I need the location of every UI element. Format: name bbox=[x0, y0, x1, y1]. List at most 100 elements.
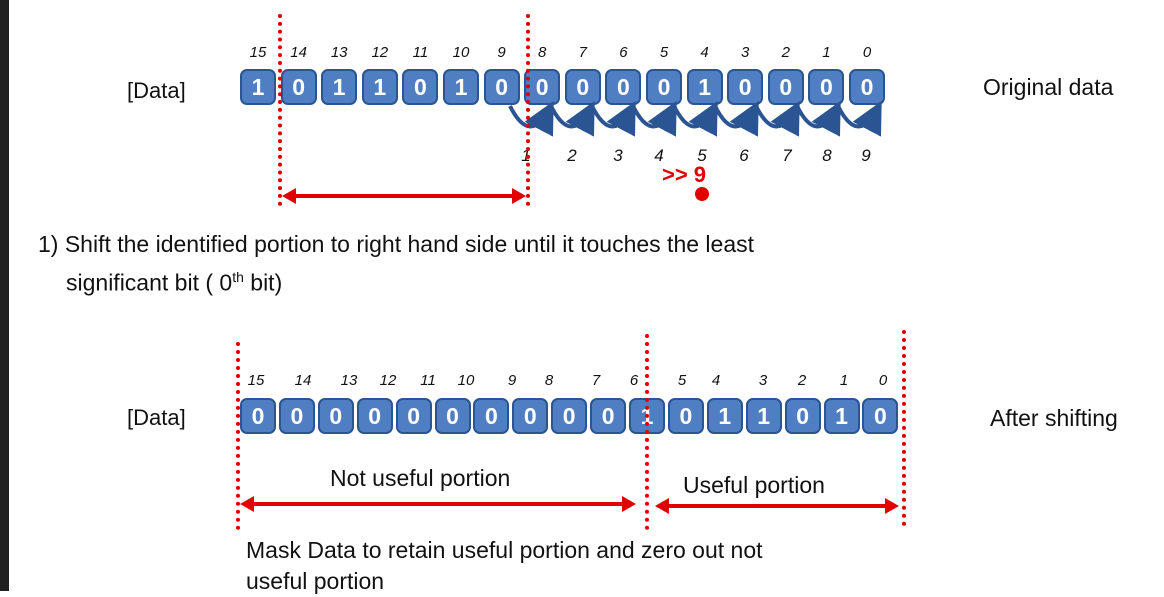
shift-curve-arrow bbox=[795, 100, 841, 137]
bit-index: 6 bbox=[629, 372, 639, 389]
bit-cell: 1 bbox=[745, 398, 782, 434]
bit-index: 2 bbox=[797, 372, 807, 389]
bit-index: 12 bbox=[379, 372, 397, 389]
bit-index: 14 bbox=[290, 44, 307, 61]
step1-line1: 1) Shift the identified portion to right… bbox=[38, 231, 754, 257]
bit-index: 13 bbox=[330, 44, 348, 61]
bit-cell: 0 bbox=[590, 398, 627, 434]
bit-index: 11 bbox=[412, 44, 429, 61]
bit-cell: 1 bbox=[361, 69, 398, 105]
bit-index: 5 bbox=[659, 44, 669, 61]
bit-index: 10 bbox=[452, 44, 470, 61]
useful-arrow-right-head bbox=[885, 498, 899, 514]
bit-index: 3 bbox=[741, 44, 750, 61]
bit-cell: 1 bbox=[686, 69, 723, 105]
pointer-dot bbox=[695, 187, 709, 201]
row1-original-label: Original data bbox=[983, 74, 1114, 100]
row1-left-marker bbox=[278, 14, 282, 206]
bit-index: 14 bbox=[294, 372, 312, 389]
useful-span-arrow bbox=[665, 504, 889, 508]
bit-cell: 1 bbox=[321, 69, 358, 105]
bit-index: 13 bbox=[340, 372, 358, 389]
shift-curve-arrow bbox=[672, 100, 718, 137]
bit-cell: 0 bbox=[240, 398, 276, 434]
bit-index: 8 bbox=[538, 44, 547, 61]
bit-cell: 0 bbox=[667, 398, 704, 434]
shift-count: 3 bbox=[613, 146, 623, 165]
bit-index: 0 bbox=[878, 372, 888, 389]
bit-index: 11 bbox=[420, 372, 436, 389]
mask-line2: useful portion bbox=[246, 568, 385, 594]
bit-index: 15 bbox=[247, 372, 265, 389]
row1-right-marker bbox=[526, 14, 530, 206]
bit-cell: 0 bbox=[512, 398, 549, 434]
shift-count: 9 bbox=[861, 146, 871, 165]
shift-curve-arrow bbox=[631, 100, 677, 137]
shift-curve-arrows bbox=[508, 100, 882, 137]
shift-curve-arrow bbox=[754, 100, 800, 137]
useful-label: Useful portion bbox=[683, 472, 825, 498]
row2-data-label: [Data] bbox=[127, 405, 186, 430]
row2-after-label: After shifting bbox=[990, 405, 1118, 431]
row2-left-marker bbox=[236, 342, 240, 530]
shift-curve-arrow bbox=[713, 100, 759, 137]
bit-index: 0 bbox=[862, 44, 872, 61]
not-useful-label: Not useful portion bbox=[330, 465, 511, 491]
bit-index: 4 bbox=[711, 372, 721, 389]
not-useful-arrow-right-head bbox=[622, 496, 636, 512]
useful-arrow-left-head bbox=[655, 498, 669, 514]
shift-curve-arrow bbox=[836, 100, 882, 137]
bit-index: 9 bbox=[497, 44, 506, 61]
bit-cell: 0 bbox=[849, 69, 885, 105]
bit-cell: 0 bbox=[402, 69, 439, 105]
bit-index: 2 bbox=[781, 44, 790, 61]
bit-cell: 0 bbox=[646, 69, 682, 105]
row1-span-arrow bbox=[292, 194, 516, 198]
not-useful-span-arrow bbox=[250, 502, 626, 506]
bit-index: 10 bbox=[457, 372, 475, 389]
bit-cell: 0 bbox=[356, 398, 393, 434]
shift-curve-arrow bbox=[590, 100, 636, 137]
shift-count: 8 bbox=[822, 146, 832, 165]
bit-cell: 1 bbox=[240, 69, 276, 105]
bit-cell: 0 bbox=[862, 398, 899, 434]
shift-count: 6 bbox=[739, 146, 749, 165]
bit-cell: 0 bbox=[784, 398, 821, 434]
row2-right-marker bbox=[902, 330, 906, 526]
bit-index: 1 bbox=[839, 372, 849, 389]
shift-curve-arrow bbox=[508, 100, 554, 137]
bit-index: 9 bbox=[507, 372, 517, 389]
bit-cell: 0 bbox=[483, 69, 520, 105]
bit-index: 8 bbox=[544, 372, 554, 389]
bit-index: 4 bbox=[700, 44, 709, 61]
shift-curve-arrow bbox=[549, 100, 595, 137]
shift-amount-label: >> 9 bbox=[662, 162, 707, 187]
bit-index: 12 bbox=[371, 44, 389, 61]
bit-index: 15 bbox=[249, 44, 267, 61]
bit-cell: 0 bbox=[434, 398, 471, 434]
mask-line1: Mask Data to retain useful portion and z… bbox=[246, 537, 763, 563]
row1-data-label: [Data] bbox=[127, 78, 186, 103]
shift-count: 2 bbox=[567, 146, 577, 165]
bit-index: 7 bbox=[578, 44, 587, 61]
bit-cell: 1 bbox=[706, 398, 743, 434]
bit-cell: 1 bbox=[443, 69, 479, 105]
left-edge-bar bbox=[0, 0, 9, 591]
shift-count: 5 bbox=[697, 146, 707, 165]
not-useful-arrow-left-head bbox=[240, 496, 254, 512]
shift-count: 7 bbox=[782, 146, 792, 165]
bit-index: 1 bbox=[822, 44, 831, 61]
bit-cell: 0 bbox=[605, 69, 642, 105]
bit-index: 6 bbox=[619, 44, 628, 61]
bit-cell: 0 bbox=[317, 398, 354, 434]
bit-cell: 0 bbox=[473, 398, 510, 434]
bit-index: 5 bbox=[677, 372, 687, 389]
bit-index: 7 bbox=[591, 372, 601, 389]
shift-count: 4 bbox=[654, 146, 664, 165]
row1-arrow-left-head bbox=[282, 188, 296, 204]
bit-index: 3 bbox=[758, 372, 768, 389]
bit-cell: 0 bbox=[551, 398, 588, 434]
bit-cell: 0 bbox=[278, 398, 315, 434]
bit-cell: 0 bbox=[524, 69, 561, 105]
bit-cell: 0 bbox=[395, 398, 432, 434]
